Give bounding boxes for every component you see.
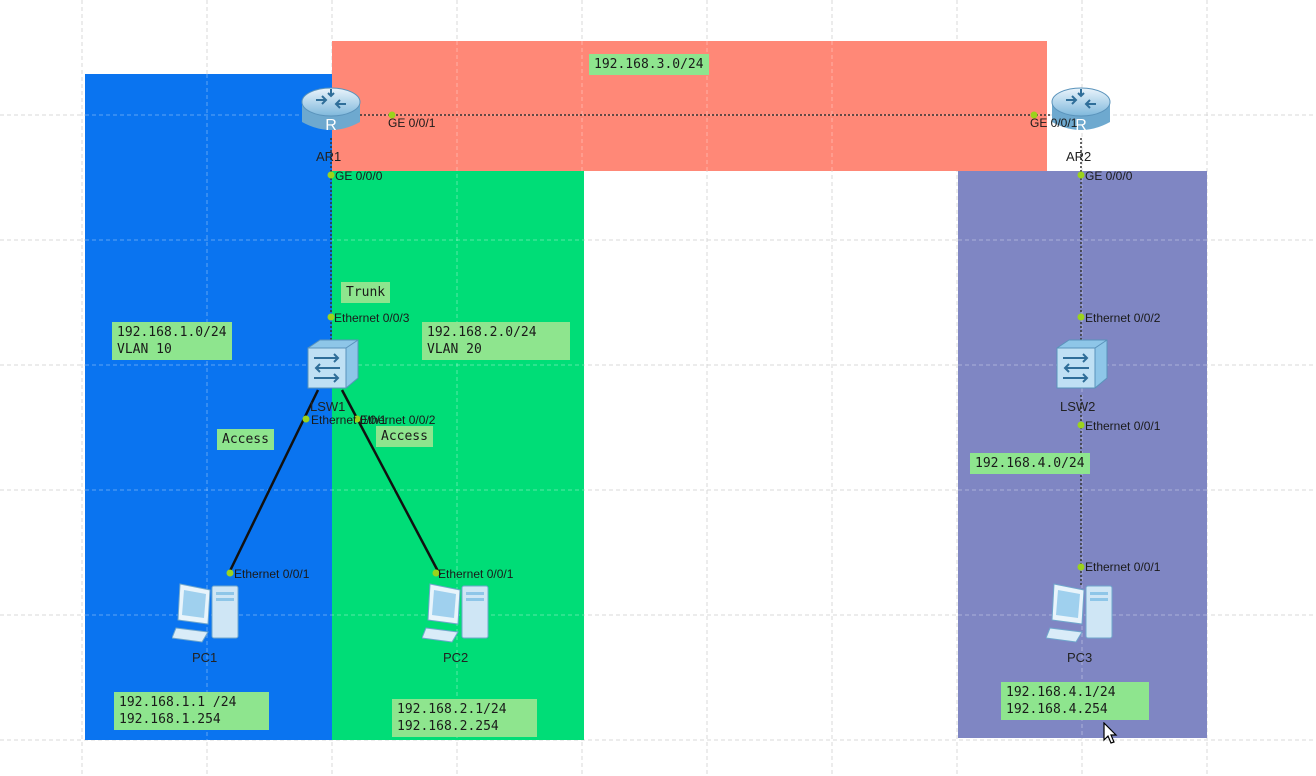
- trunk-label: Trunk: [341, 282, 391, 303]
- pc3-ip-label: 192.168.4.1/24 192.168.4.254: [1001, 682, 1149, 720]
- port-dot: [226, 569, 234, 577]
- router-icon[interactable]: R: [1050, 84, 1112, 140]
- pc-icon[interactable]: [172, 580, 244, 646]
- vlan10-id: VLAN 10: [117, 342, 172, 357]
- port-label: Ethernet 0/0/1: [234, 567, 310, 581]
- pc2-gateway: 192.168.2.254: [397, 719, 499, 734]
- vlan20-zone: [332, 170, 584, 740]
- port-dot: [1077, 313, 1085, 321]
- port-label: Ethernet 0/0/1: [1085, 419, 1161, 433]
- port-label: GE 0/0/1: [388, 116, 436, 130]
- pc2-ip-label: 192.168.2.1/24 192.168.2.254: [392, 699, 537, 737]
- access-label-left: Access: [217, 429, 274, 450]
- port-label: GE 0/0/0: [335, 169, 383, 183]
- port-label: Ethernet 0/0/1: [438, 567, 514, 581]
- device-name-lsw1: LSW1: [310, 399, 346, 414]
- device-name-ar1: AR1: [316, 149, 342, 164]
- port-dot: [388, 111, 396, 119]
- port-dot: [1077, 421, 1085, 429]
- port-dot: [1077, 171, 1085, 179]
- pc2-ip: 192.168.2.1/24: [397, 702, 507, 717]
- pc3-gateway: 192.168.4.254: [1006, 702, 1108, 717]
- port-dot: [1077, 563, 1085, 571]
- svg-text:R: R: [325, 117, 337, 134]
- port-label: GE 0/0/1: [1030, 116, 1078, 130]
- mouse-cursor-icon: [1103, 722, 1118, 744]
- vlan20-id: VLAN 20: [427, 342, 482, 357]
- site2-subnet-label: 192.168.4.0/24: [970, 453, 1090, 474]
- device-name-lsw2: LSW2: [1060, 399, 1096, 414]
- port-dot: [327, 171, 335, 179]
- svg-text:R: R: [1075, 117, 1087, 134]
- pc1-ip: 192.168.1.1 /24: [119, 695, 237, 710]
- pc1-ip-label: 192.168.1.1 /24 192.168.1.254: [114, 692, 269, 730]
- pc-icon[interactable]: [1046, 580, 1118, 646]
- wan-subnet-label: 192.168.3.0/24: [589, 54, 709, 75]
- port-label: Ethernet 0/0/1: [1085, 560, 1161, 574]
- port-label: Ethernet 0/0/2: [1085, 311, 1161, 325]
- port-dot: [432, 569, 440, 577]
- pc3-ip: 192.168.4.1/24: [1006, 685, 1116, 700]
- port-dot: [353, 415, 361, 423]
- link-lsw1-pc1: [226, 389, 320, 576]
- port-label: GE 0/0/0: [1085, 169, 1133, 183]
- pc-icon[interactable]: [422, 580, 494, 646]
- port-dot: [302, 415, 310, 423]
- port-label: Ethernet 0/0/2: [360, 413, 436, 427]
- port-dot: [1030, 111, 1038, 119]
- port-label: Ethernet 0/0/3: [334, 311, 410, 325]
- device-name-ar2: AR2: [1066, 149, 1092, 164]
- device-name-pc3: PC3: [1067, 650, 1093, 665]
- switch-icon[interactable]: [1053, 338, 1109, 392]
- vlan10-zone: [85, 74, 332, 740]
- switch-icon[interactable]: [304, 338, 360, 392]
- vlan20-subnet: 192.168.2.0/24: [427, 325, 537, 340]
- port-dot: [327, 313, 335, 321]
- device-name-pc2: PC2: [443, 650, 469, 665]
- port-label: Ethernet 0/0/1: [311, 413, 387, 427]
- vlan10-subnet: 192.168.1.0/24: [117, 325, 227, 340]
- router-icon[interactable]: R: [300, 84, 362, 140]
- access-label-right: Access: [376, 426, 433, 447]
- pc1-gateway: 192.168.1.254: [119, 712, 221, 727]
- device-name-pc1: PC1: [192, 650, 218, 665]
